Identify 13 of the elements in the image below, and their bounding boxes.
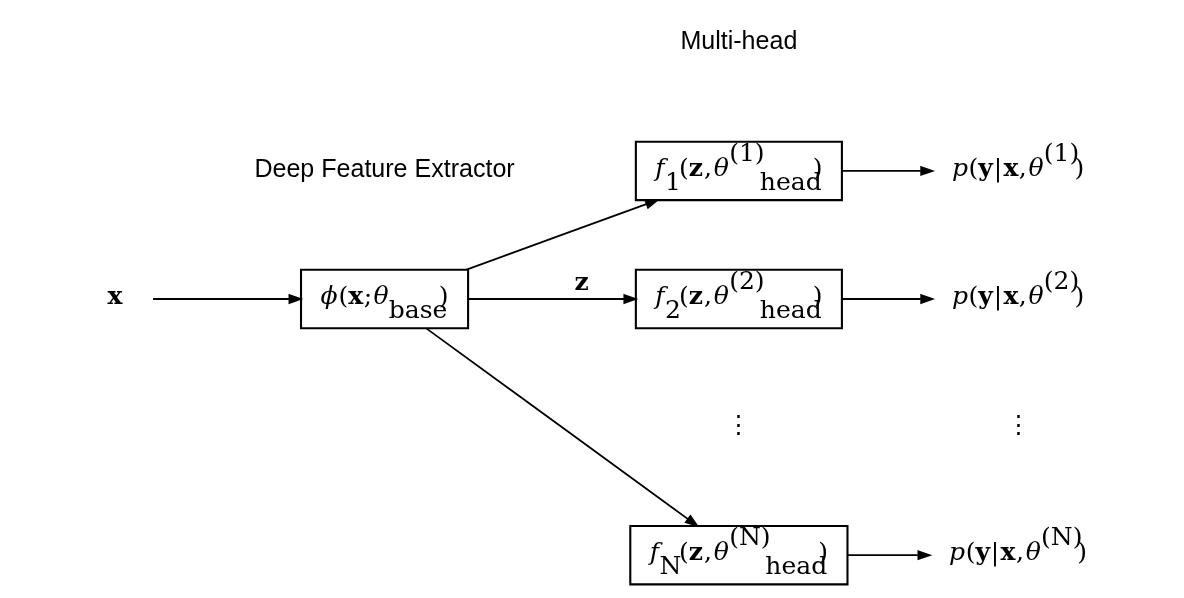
arrow — [841, 165, 936, 177]
arrow — [152, 293, 304, 305]
arrow — [846, 550, 933, 561]
arrow — [467, 293, 639, 305]
arrow — [465, 199, 660, 271]
label: Deep Feature Extractor — [254, 154, 515, 183]
label: ⋮ — [1005, 410, 1031, 440]
edge-label: z — [574, 265, 589, 296]
label: ⋮ — [726, 410, 752, 440]
node-text: x — [107, 279, 123, 310]
arrow — [841, 293, 936, 305]
label: Multi-head — [680, 25, 798, 54]
arrow — [425, 327, 700, 528]
